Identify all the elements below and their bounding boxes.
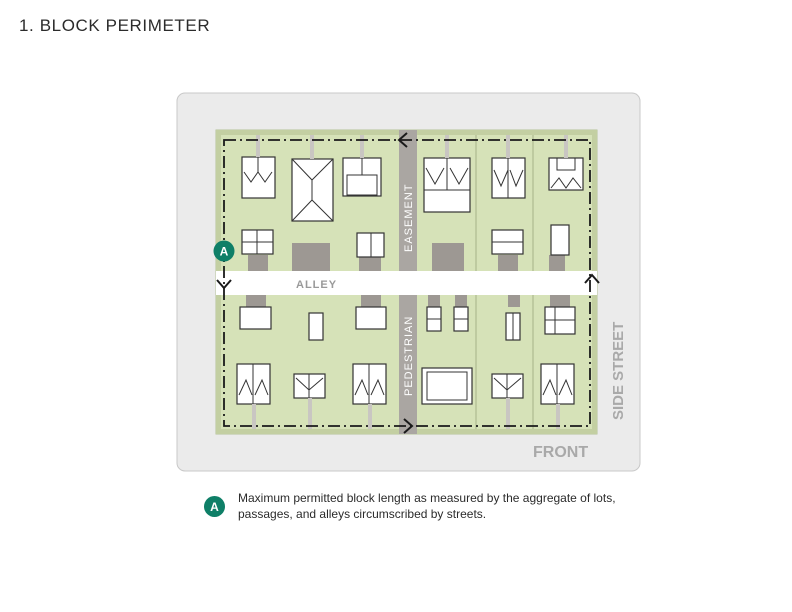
pedestrian-label: PEDESTRIAN [403, 316, 415, 396]
alley-label: ALLEY [296, 279, 337, 291]
garage-lines [242, 230, 575, 340]
side-street-label: SIDE STREET [610, 322, 627, 420]
easement-path [399, 130, 417, 271]
marker-a-label: A [220, 245, 229, 259]
legend: A Maximum permitted block length as meas… [204, 491, 624, 522]
legend-marker: A [204, 496, 225, 517]
arrow-right-icon [403, 418, 414, 434]
front-walks [252, 135, 568, 429]
easement-label: EASEMENT [403, 183, 415, 252]
driveways [246, 243, 570, 307]
pedestrian-path [399, 295, 417, 434]
arrow-down-icon [216, 279, 232, 290]
legend-text: Maximum permitted block length as measur… [238, 491, 616, 521]
page-title: 1. BLOCK PERIMETER [19, 16, 211, 35]
front-street-label: FRONT [533, 444, 588, 461]
lot-lines [475, 135, 534, 429]
alley [216, 271, 597, 295]
marker-a [213, 240, 235, 262]
block-perimeter-line [223, 139, 591, 427]
arrow-up-icon [584, 273, 600, 284]
house-roof-lines-top [243, 157, 582, 222]
house-roof-lines-bottom [238, 364, 573, 404]
arrow-left-icon [397, 132, 408, 148]
